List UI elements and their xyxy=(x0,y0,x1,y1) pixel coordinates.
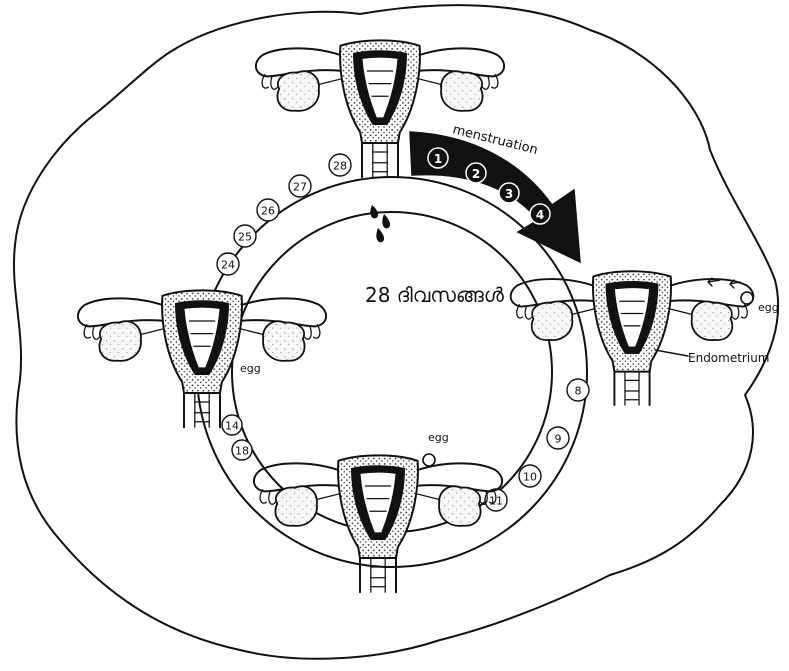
egg-left-label: egg xyxy=(240,362,261,375)
day-circle-27: 27 xyxy=(289,175,311,197)
egg-bottom-label: egg xyxy=(428,431,449,444)
day-label: 24 xyxy=(221,259,235,272)
center-label: 28 ദിവസങ്ങൾ xyxy=(365,283,505,307)
day-circle-8: 8 xyxy=(567,379,589,401)
day-label: 1 xyxy=(434,152,442,166)
day-label: 27 xyxy=(293,181,307,194)
day-circle-10: 10 xyxy=(519,465,541,487)
menstruation-day-2: 2 xyxy=(466,163,486,183)
day-circle-25: 25 xyxy=(234,225,256,247)
day-label: 28 xyxy=(333,160,347,173)
day-label: 3 xyxy=(505,187,513,201)
day-label: 14 xyxy=(225,420,239,433)
day-label: 9 xyxy=(555,433,562,446)
menstruation-day-4: 4 xyxy=(530,204,550,224)
menstruation-day-1: 1 xyxy=(428,148,448,168)
day-label: 10 xyxy=(523,471,537,484)
day-label: 8 xyxy=(575,385,582,398)
day-circle-26: 26 xyxy=(257,199,279,221)
endometrium-label: Endometrium xyxy=(688,351,770,365)
day-circle-28: 28 xyxy=(329,154,351,176)
day-circle-18: 18 xyxy=(232,440,252,460)
menstruation-day-3: 3 xyxy=(499,183,519,203)
day-label: 18 xyxy=(235,445,249,458)
day-circle-9: 9 xyxy=(547,427,569,449)
day-label: 26 xyxy=(261,205,275,218)
day-label: 4 xyxy=(536,208,544,222)
day-label: 25 xyxy=(238,231,252,244)
day-circle-14: 14 xyxy=(222,415,242,435)
egg-right-label: egg xyxy=(758,301,779,314)
day-label: 2 xyxy=(472,167,480,181)
day-circle-24: 24 xyxy=(217,253,239,275)
